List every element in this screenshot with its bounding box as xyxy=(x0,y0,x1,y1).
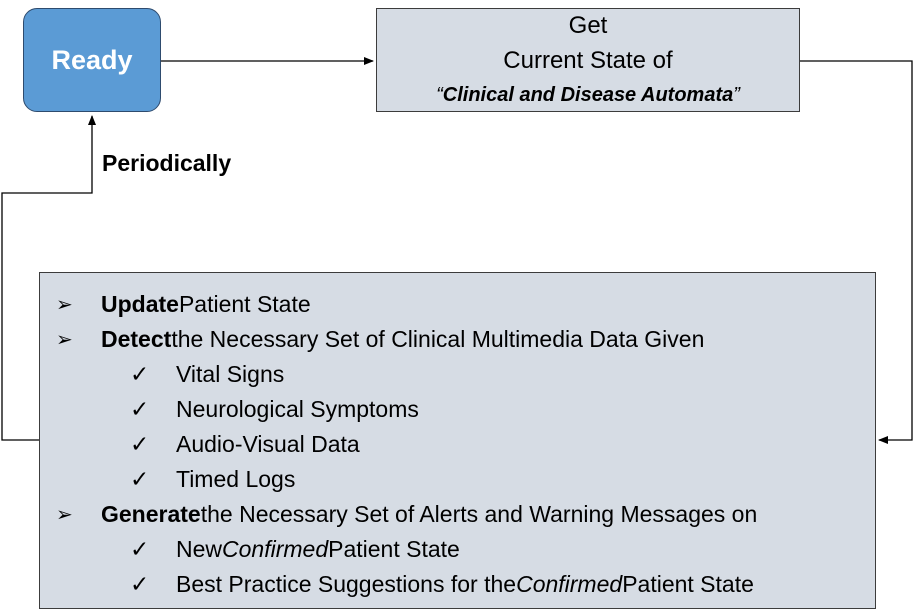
generate-item-suffix: Patient State xyxy=(328,536,460,562)
open-quote: “ xyxy=(436,83,443,106)
check-mark-icon: ✓ xyxy=(130,361,150,387)
step-update-text: Patient State xyxy=(178,291,311,317)
current-state-label: Current State of xyxy=(503,46,673,74)
close-quote: ” xyxy=(733,83,740,106)
detect-item: ✓ Neurological Symptoms xyxy=(40,392,875,427)
detect-item-label: Vital Signs xyxy=(176,361,285,387)
generate-item-suffix: Patient State xyxy=(622,571,754,597)
get-current-state-box: Get Current State of “Clinical and Disea… xyxy=(376,8,800,112)
periodically-label: Periodically xyxy=(102,150,232,176)
step-detect-verb: Detect xyxy=(101,326,172,352)
check-mark-icon: ✓ xyxy=(130,536,150,562)
ready-state-node: Ready xyxy=(23,8,161,112)
generate-item-emphasis: Confirmed xyxy=(516,571,623,597)
step-detect-text: the Necessary Set of Clinical Multimedia… xyxy=(171,326,705,352)
detect-item: ✓ Timed Logs xyxy=(40,462,875,497)
check-mark-icon: ✓ xyxy=(130,571,150,597)
step-generate: ➢ Generate the Necessary Set of Alerts a… xyxy=(40,497,875,532)
ready-label: Ready xyxy=(51,44,133,75)
generate-item: ✓ New Confirmed Patient State xyxy=(40,532,875,567)
step-update: ➢ Update Patient State xyxy=(40,287,875,322)
generate-item-prefix: Best Practice Suggestions for the xyxy=(176,571,517,597)
detect-item-label: Neurological Symptoms xyxy=(176,396,419,422)
detect-item-label: Timed Logs xyxy=(176,466,296,492)
check-mark-icon: ✓ xyxy=(130,431,150,457)
actions-box: ➢ Update Patient State ➢ Detect the Nece… xyxy=(39,272,876,609)
step-generate-verb: Generate xyxy=(101,501,201,527)
step-detect: ➢ Detect the Necessary Set of Clinical M… xyxy=(40,322,875,357)
automata-name: Clinical and Disease Automata xyxy=(442,83,734,106)
generate-item: ✓ Best Practice Suggestions for the Confi… xyxy=(40,567,875,602)
arrow-actions-to-ready xyxy=(1,115,96,441)
step-update-verb: Update xyxy=(101,291,179,317)
arrowhead-bullet-icon: ➢ xyxy=(56,294,73,316)
generate-item-prefix: New xyxy=(176,536,223,562)
arrow-get-state-to-actions xyxy=(800,60,913,444)
arrowhead-bullet-icon: ➢ xyxy=(56,329,73,351)
arrowhead-bullet-icon: ➢ xyxy=(56,504,73,526)
automata-label: “Clinical and Disease Automata” xyxy=(436,78,740,113)
detect-item: ✓ Audio-Visual Data xyxy=(40,427,875,462)
step-generate-text: the Necessary Set of Alerts and Warning … xyxy=(200,501,758,527)
get-label: Get xyxy=(568,11,608,39)
check-mark-icon: ✓ xyxy=(130,466,150,492)
check-mark-icon: ✓ xyxy=(130,396,150,422)
generate-item-emphasis: Confirmed xyxy=(222,536,329,562)
detect-item-label: Audio-Visual Data xyxy=(176,431,360,457)
detect-item: ✓ Vital Signs xyxy=(40,357,875,392)
